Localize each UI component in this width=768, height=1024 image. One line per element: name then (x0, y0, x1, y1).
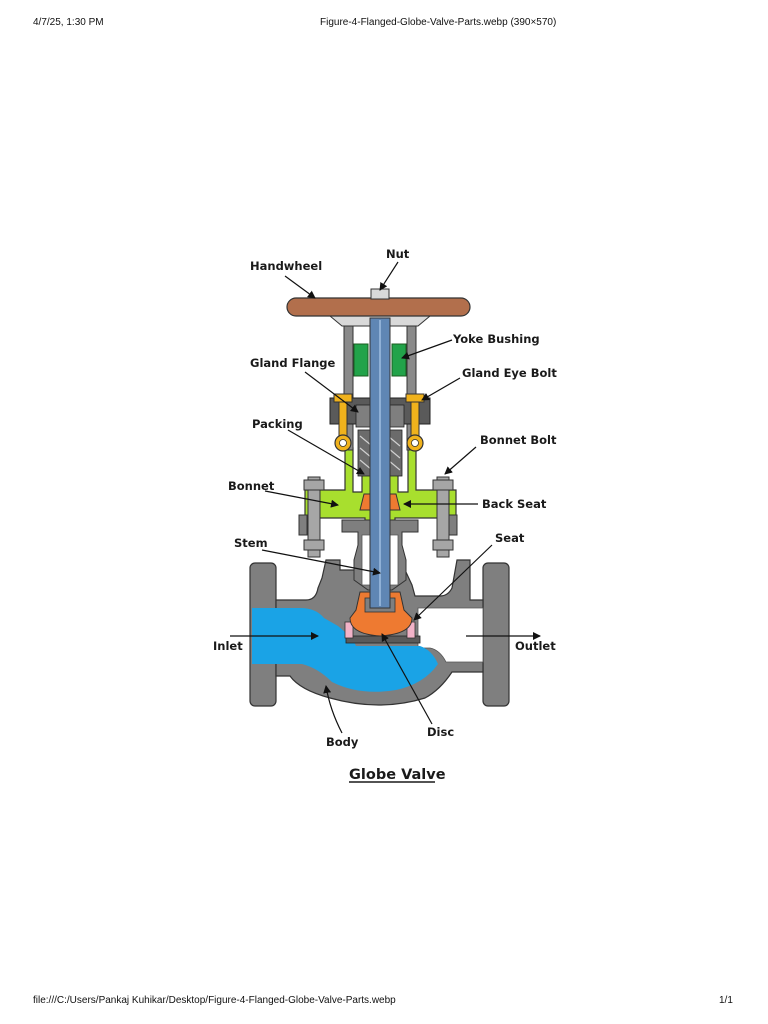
label-yoke-bushing: Yoke Bushing (452, 332, 540, 346)
handwheel (286, 297, 471, 317)
label-stem: Stem (234, 536, 268, 550)
label-inlet: Inlet (213, 639, 243, 653)
label-outlet: Outlet (515, 639, 556, 653)
gland-eye-bolts (333, 393, 425, 452)
label-nut: Nut (386, 247, 410, 261)
leader-lines (230, 261, 541, 734)
bonnet-bolts (298, 476, 458, 558)
print-page-number: 1/1 (719, 995, 733, 1006)
inlet-fluid (252, 608, 438, 692)
print-datetime: 4/7/25, 1:30 PM (33, 17, 104, 28)
label-bonnet: Bonnet (228, 479, 275, 493)
label-packing: Packing (252, 417, 303, 431)
label-back-seat: Back Seat (482, 497, 547, 511)
print-title: Figure-4-Flanged-Globe-Valve-Parts.webp … (320, 17, 557, 28)
label-bonnet-bolt: Bonnet Bolt (480, 433, 557, 447)
label-disc: Disc (427, 725, 454, 739)
yoke-bushing-right (391, 343, 407, 377)
diagram-title: Globe Valve (349, 767, 446, 783)
label-body: Body (326, 735, 359, 749)
yoke-bushing-left (353, 343, 369, 377)
yoke (328, 315, 432, 451)
print-file-path: file:///C:/Users/Pankaj Kuhikar/Desktop/… (33, 995, 396, 1006)
label-gland-eye-bolt: Gland Eye Bolt (462, 366, 557, 380)
label-gland-flange: Gland Flange (250, 356, 336, 370)
outlet-flange (482, 562, 510, 707)
seat-left (344, 621, 354, 639)
label-seat: Seat (495, 531, 525, 545)
nut (370, 288, 390, 300)
label-handwheel: Handwheel (250, 259, 322, 273)
